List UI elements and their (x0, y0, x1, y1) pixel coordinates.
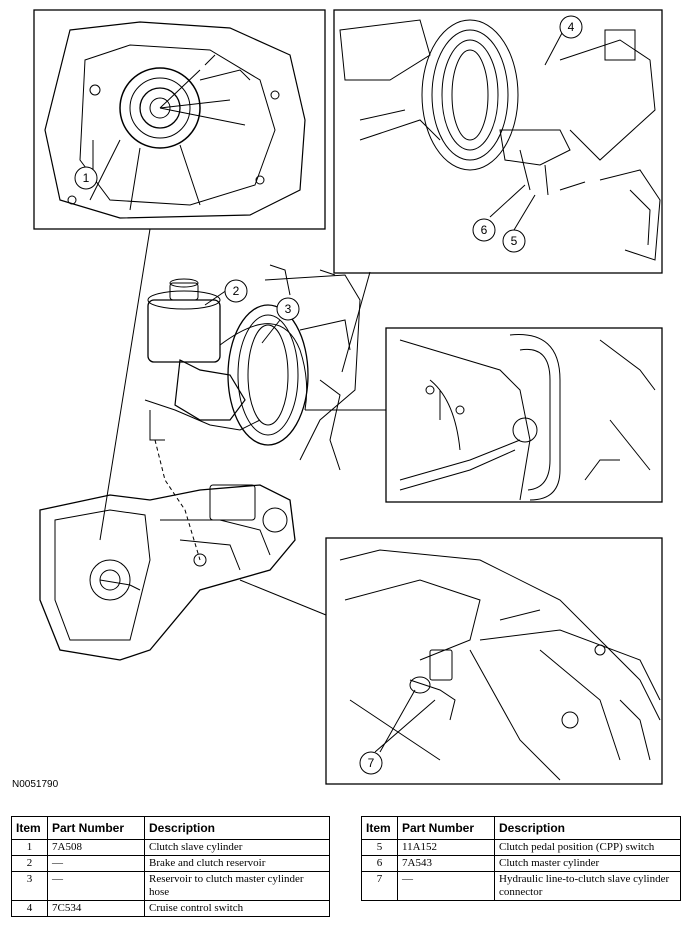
parts-table-left: Item Part Number Description 1 7A508 Clu… (11, 816, 330, 917)
header-item: Item (361, 816, 398, 840)
header-description: Description (494, 816, 681, 840)
cell-item: 4 (11, 900, 48, 917)
cell-item: 1 (11, 839, 48, 856)
figure-id: N0051790 (12, 779, 59, 790)
callout-circle (74, 166, 98, 190)
cell-description: Cruise control switch (144, 900, 330, 917)
cell-description: Brake and clutch reservoir (144, 855, 330, 872)
callout-leader (261, 319, 281, 344)
header-part-number: Part Number (397, 816, 495, 840)
table-row: 1 7A508 Clutch slave cylinder (11, 839, 330, 856)
cell-description: Clutch pedal position (CPP) switch (494, 839, 681, 856)
cell-part-number: — (47, 871, 145, 901)
callout-leader (379, 689, 416, 753)
table-row: 3 — Reservoir to clutch master cylinder … (11, 871, 330, 901)
header-part-number: Part Number (47, 816, 145, 840)
cell-item: 6 (361, 855, 398, 872)
callout-label: 1 (83, 171, 90, 185)
callout-label: 5 (511, 234, 518, 248)
cell-part-number: 7A508 (47, 839, 145, 856)
callout-leader (204, 289, 228, 306)
callout-circle (502, 229, 526, 253)
clutch-system-diagram: 1 2 3 4 5 6 7 (33, 9, 663, 785)
callout-label: 2 (233, 284, 240, 298)
callout-circle (276, 297, 300, 321)
parts-table-right: Item Part Number Description 5 11A152 Cl… (361, 816, 681, 901)
table-row: 6 7A543 Clutch master cylinder (361, 855, 681, 872)
table-row: 7 — Hydraulic line-to-clutch slave cylin… (361, 871, 681, 901)
cell-part-number: 7A543 (397, 855, 495, 872)
table-header-row: Item Part Number Description (361, 816, 681, 840)
callout-circle (224, 279, 248, 303)
callout-leader (544, 32, 563, 66)
transmission-assembly (39, 484, 296, 661)
cell-part-number: 11A152 (397, 839, 495, 856)
cell-item: 5 (361, 839, 398, 856)
detail-reservoir-hose (385, 327, 663, 503)
cell-item: 7 (361, 871, 398, 901)
cell-description: Clutch slave cylinder (144, 839, 330, 856)
callout-label: 7 (368, 756, 375, 770)
detail-clutch-pedal (333, 9, 663, 274)
callout-circle (559, 15, 583, 39)
callout-leader (513, 194, 536, 231)
callout-label: 4 (568, 20, 575, 34)
detail-slave-cylinder (33, 9, 326, 230)
table-row: 4 7C534 Cruise control switch (11, 900, 330, 917)
table-row: 2 — Brake and clutch reservoir (11, 855, 330, 872)
leader-line (99, 228, 151, 541)
header-description: Description (144, 816, 330, 840)
callout-label: 3 (285, 302, 292, 316)
cell-description: Clutch master cylinder (494, 855, 681, 872)
detail-hydraulic-connector (325, 537, 663, 785)
cell-part-number: 7C534 (47, 900, 145, 917)
cell-part-number: — (397, 871, 495, 901)
callout-leader (489, 184, 526, 218)
cell-description: Hydraulic line-to-clutch slave cylinder … (494, 871, 681, 901)
cell-description: Reservoir to clutch master cylinder hose (144, 871, 330, 901)
cell-part-number: — (47, 855, 145, 872)
header-item: Item (11, 816, 48, 840)
callout-circle (359, 751, 383, 775)
master-cylinder-assembly (144, 264, 361, 561)
table-row: 5 11A152 Clutch pedal position (CPP) swi… (361, 839, 681, 856)
cell-item: 2 (11, 855, 48, 872)
callout-label: 6 (481, 223, 488, 237)
callout-circle (472, 218, 496, 242)
table-header-row: Item Part Number Description (11, 816, 330, 840)
leader-line (239, 579, 327, 616)
cell-item: 3 (11, 871, 48, 901)
leader-line (341, 271, 371, 373)
